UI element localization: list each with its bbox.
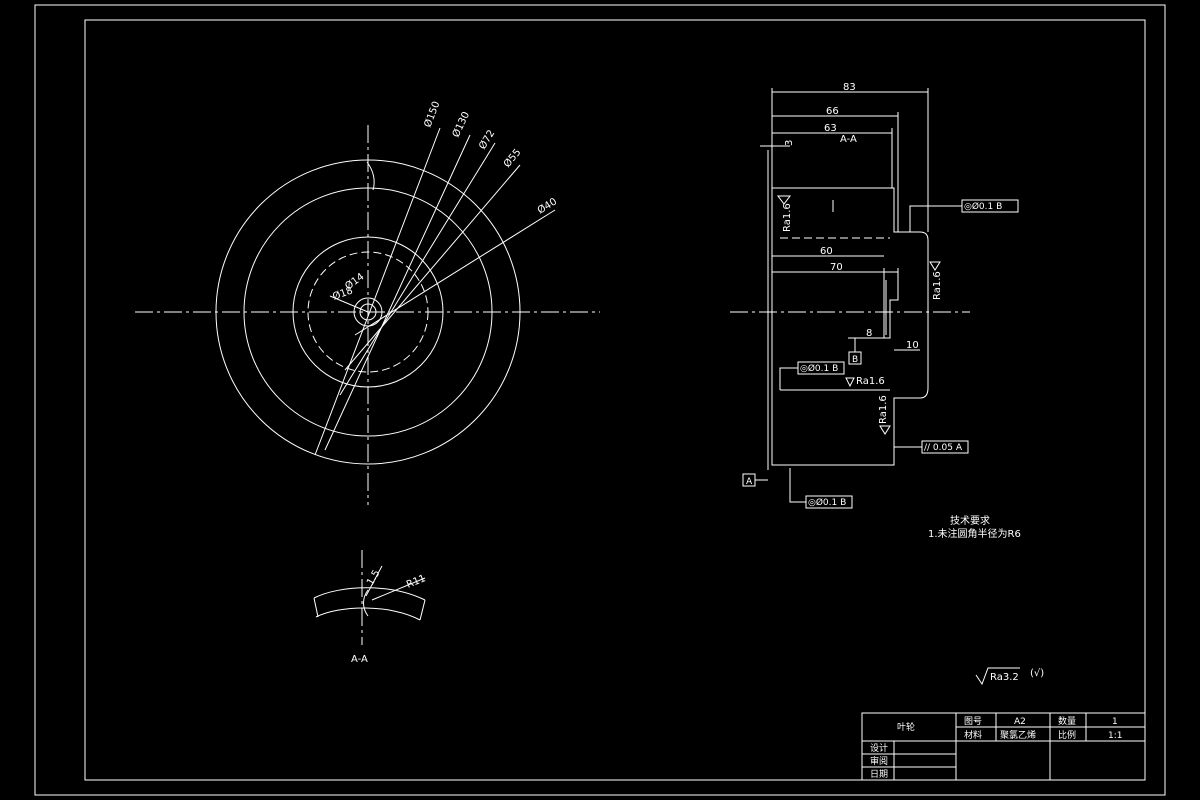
circle-d150 bbox=[215, 159, 521, 465]
top-notch bbox=[366, 161, 375, 191]
tol-4: // 0.05 A bbox=[924, 443, 963, 453]
outer-border bbox=[34, 4, 1166, 796]
tb-drawing-no-label: 图号 bbox=[964, 716, 982, 727]
tb-material: 聚氯乙烯 bbox=[1000, 729, 1036, 741]
title-block: 叶轮 图号 A2 数量 1 材料 聚氯乙烯 比例 1:1 设计 审阅 日期 bbox=[861, 712, 1146, 781]
dim-8: 8 bbox=[866, 328, 872, 339]
circle-d18 bbox=[353, 297, 383, 327]
circle-d14 bbox=[359, 303, 377, 321]
front-view: Ø150 Ø130 Ø72 Ø55 Ø40 Ø14 Ø18 bbox=[135, 100, 600, 505]
tb-design-label: 设计 bbox=[870, 742, 888, 754]
detail-outline-bottom bbox=[315, 607, 421, 621]
roughness-4: Ra1.6 bbox=[878, 395, 889, 424]
roughness-3: Ra1.6 bbox=[856, 376, 885, 387]
side-body-outline bbox=[771, 187, 929, 466]
detail-leader-15 bbox=[365, 565, 383, 597]
detail-outline-top bbox=[313, 587, 426, 601]
section-label: A-A bbox=[840, 134, 857, 145]
dim-83: 83 bbox=[843, 82, 856, 93]
tol-leader-3 bbox=[789, 468, 806, 503]
tb-drawing-no: A2 bbox=[1014, 717, 1026, 727]
detail-right-edge bbox=[419, 599, 426, 621]
circle-d130 bbox=[243, 187, 493, 437]
detail-view: 1.5 R11 A-A bbox=[313, 550, 427, 665]
datum-b: B bbox=[852, 355, 858, 365]
tol-2: ◎Ø0.1 B bbox=[800, 363, 838, 374]
tech-req-title: 技术要求 bbox=[950, 514, 990, 527]
title-block-frame bbox=[861, 712, 1146, 781]
leader-d55 bbox=[344, 164, 521, 371]
tb-date-label: 日期 bbox=[870, 769, 888, 780]
general-roughness-note: (√) bbox=[1030, 668, 1044, 679]
detail-label: A-A bbox=[351, 654, 368, 665]
detail-leader-r11 bbox=[371, 577, 426, 601]
tol-1: ◎Ø0.1 B bbox=[964, 201, 1002, 212]
general-roughness-value: Ra3.2 bbox=[990, 672, 1019, 683]
dim-d130: Ø130 bbox=[450, 110, 472, 140]
dim-d40: Ø40 bbox=[535, 195, 559, 216]
tech-requirements: 技术要求 1.未注圆角半径为R6 bbox=[928, 514, 1021, 540]
detail-arc-inner bbox=[363, 589, 369, 617]
circle-d55 bbox=[307, 251, 429, 373]
dim-70: 70 bbox=[830, 262, 843, 273]
tb-part-name: 叶轮 bbox=[897, 721, 915, 733]
leader-small bbox=[329, 295, 369, 313]
dim-10: 10 bbox=[906, 340, 919, 351]
inner-frame bbox=[84, 19, 1146, 781]
dim-d18: Ø18 bbox=[331, 284, 354, 302]
hub-step bbox=[883, 268, 899, 339]
dim-d72: Ø72 bbox=[476, 128, 497, 152]
tb-qty-label: 数量 bbox=[1058, 715, 1076, 727]
tech-req-line1: 1.未注圆角半径为R6 bbox=[928, 527, 1021, 540]
dim-3: 3 bbox=[784, 140, 795, 146]
roughness-1: Ra1.6 bbox=[782, 203, 793, 232]
tol-leader-2 bbox=[779, 367, 798, 390]
general-roughness: Ra3.2 (√) bbox=[975, 667, 1044, 686]
datum-a: A bbox=[746, 477, 753, 487]
circle-d72 bbox=[292, 236, 444, 388]
dim-66: 66 bbox=[826, 106, 839, 117]
dim-d55: Ø55 bbox=[501, 146, 523, 170]
tb-qty: 1 bbox=[1112, 717, 1118, 727]
leader-d40 bbox=[354, 209, 556, 336]
leader-d150 bbox=[314, 127, 441, 456]
tol-leader-1 bbox=[909, 205, 962, 232]
tol-3: ◎Ø0.1 B bbox=[808, 497, 846, 508]
general-roughness-symbol bbox=[975, 667, 1020, 686]
roughness-symbol-2 bbox=[929, 261, 941, 271]
tb-scale-label: 比例 bbox=[1058, 729, 1076, 741]
dim-63: 63 bbox=[824, 123, 837, 134]
leader-d72 bbox=[339, 142, 496, 396]
detail-dim-15: 1.5 bbox=[365, 568, 382, 587]
detail-dim-r11: R11 bbox=[405, 573, 427, 591]
roughness-symbol-4 bbox=[879, 425, 891, 435]
detail-left-edge bbox=[313, 597, 319, 618]
dim-d150: Ø150 bbox=[422, 100, 443, 129]
dim-60: 60 bbox=[820, 246, 833, 257]
side-view: 83 66 63 3 A-A 60 70 8 10 Ra1.6 Ra1.6 Ra… bbox=[730, 82, 1019, 509]
tb-scale: 1:1 bbox=[1108, 731, 1122, 741]
tb-review-label: 审阅 bbox=[870, 755, 888, 767]
roughness-symbol-3 bbox=[845, 377, 855, 388]
leader-d130 bbox=[324, 134, 471, 451]
roughness-2: Ra1.6 bbox=[932, 271, 943, 300]
tb-material-label: 材料 bbox=[964, 729, 982, 741]
roughness-symbol-1 bbox=[777, 195, 791, 205]
